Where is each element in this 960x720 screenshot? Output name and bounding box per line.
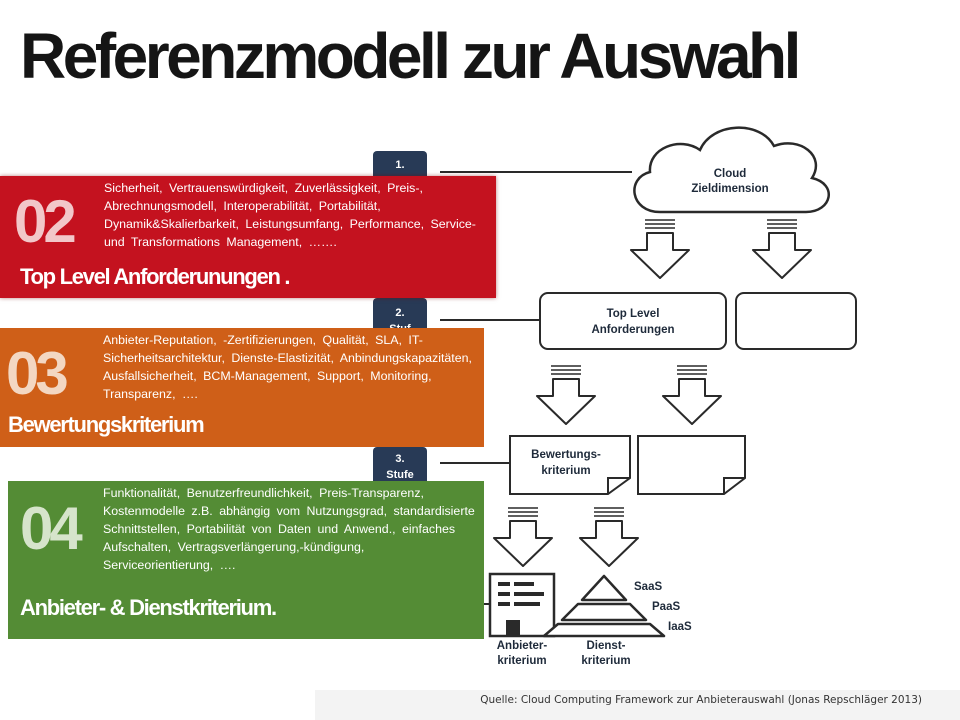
- service-pyramid: [542, 574, 666, 638]
- svg-text:1.: 1.: [395, 159, 404, 171]
- svg-text:Anforderungen: Anforderungen: [591, 324, 674, 336]
- anbieter-label-line2: kriterium: [497, 655, 546, 667]
- top-level-box: Top Level Anforderungen: [539, 292, 727, 350]
- svg-text:Top Level: Top Level: [607, 308, 660, 320]
- iaas-label: IaaS: [668, 621, 692, 633]
- panel-04-number: 04: [20, 495, 83, 562]
- cloud-shape: Cloud Zieldimension: [633, 126, 830, 214]
- panel-03-bewertung: 03 Anbieter-Reputation, -Zertifizierunge…: [0, 328, 484, 447]
- bewertungskriterium-document: Bewertungs- kriterium: [509, 435, 631, 495]
- panel-02-top-level: 02 Sicherheit, Vertrauenswürdigkeit, Zuv…: [0, 176, 496, 298]
- panel-04-anbieter: 04 Funktionalität, Benutzerfreundlichkei…: [8, 481, 484, 639]
- svg-text:Stufe: Stufe: [386, 469, 414, 481]
- source-caption-bar: Quelle: Cloud Computing Framework zur An…: [315, 690, 960, 720]
- svg-text:2.: 2.: [395, 307, 404, 319]
- panel-04-label: Anbieter- & Dienstkriterium.: [20, 595, 277, 620]
- paas-label: PaaS: [652, 601, 680, 613]
- panel-02-label: Top Level Anforderunungen .: [20, 264, 291, 289]
- svg-text:Bewertungs-: Bewertungs-: [531, 449, 601, 461]
- svg-text:kriterium: kriterium: [541, 465, 590, 477]
- cloud-label-line1: Cloud: [714, 168, 747, 180]
- dienst-label-line1: Dienst-: [587, 640, 626, 652]
- anbieter-label-line1: Anbieter-: [497, 640, 548, 652]
- panel-02-description: Sicherheit, Vertrauenswürdigkeit, Zuverl…: [104, 181, 476, 249]
- anbieter-building-icon: [488, 572, 556, 638]
- dienst-label-line2: kriterium: [581, 655, 630, 667]
- top-level-box-empty: [735, 292, 857, 350]
- panel-03-label: Bewertungskriterium: [8, 412, 205, 437]
- panel-04-description: Funktionalität, Benutzerfreundlichkeit, …: [103, 486, 475, 572]
- saas-label: SaaS: [634, 581, 662, 593]
- panel-03-description: Anbieter-Reputation, -Zertifizierungen, …: [103, 333, 472, 401]
- source-caption: Quelle: Cloud Computing Framework zur An…: [480, 694, 922, 706]
- svg-text:3.: 3.: [395, 453, 404, 465]
- cloud-label-line2: Zieldimension: [691, 183, 768, 195]
- stage-3-badge: 3. Stufe: [373, 447, 427, 489]
- panel-02-number: 02: [14, 188, 77, 255]
- bewertungskriterium-document-empty: [637, 435, 746, 495]
- panel-03-number: 03: [6, 340, 69, 407]
- slide-title: Referenzmodell zur Auswahl: [20, 20, 801, 92]
